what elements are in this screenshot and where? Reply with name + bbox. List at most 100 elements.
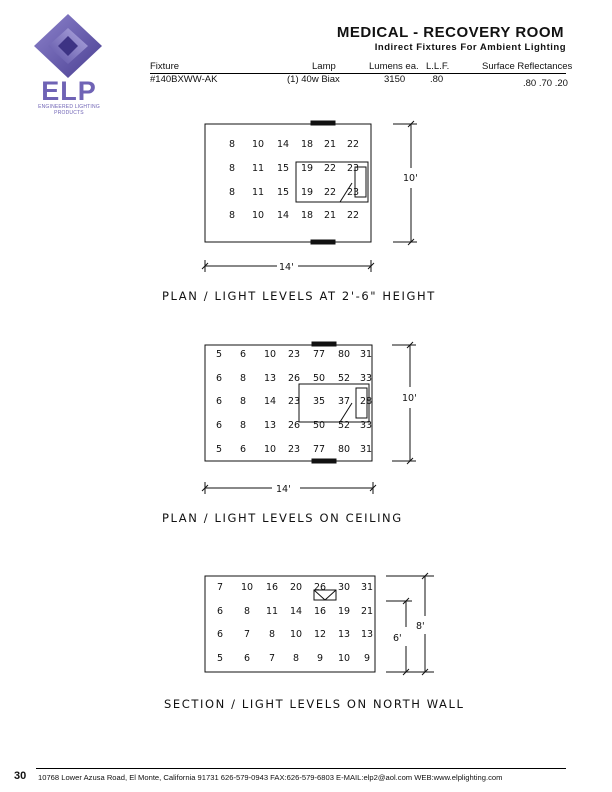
light-level-value: 80 — [338, 349, 350, 360]
light-level-value: 31 — [361, 582, 373, 593]
light-level-value: 33 — [360, 420, 372, 431]
light-level-value: 31 — [360, 349, 372, 360]
light-level-value: 22 — [347, 139, 359, 150]
col-header-lamp: Lamp — [312, 61, 336, 72]
light-level-value: 14 — [277, 139, 289, 150]
col-header-lumens: Lumens ea. — [369, 61, 419, 72]
caption-plan-ceiling: PLAN / LIGHT LEVELS ON CEILING — [162, 511, 403, 525]
plan-ceiling-depth-label: 10' — [402, 393, 417, 404]
plan-height-depth-label: 10' — [403, 173, 418, 184]
wall-outline — [204, 575, 376, 673]
light-level-value: 13 — [264, 373, 276, 384]
light-level-value: 77 — [313, 349, 325, 360]
light-level-value: 10 — [290, 629, 302, 640]
light-level-value: 21 — [324, 139, 336, 150]
light-level-value: 8 — [229, 163, 235, 174]
light-level-value: 11 — [252, 187, 264, 198]
light-level-value: 14 — [290, 606, 302, 617]
light-level-value: 22 — [347, 210, 359, 221]
light-level-value: 8 — [229, 187, 235, 198]
light-level-value: 31 — [360, 444, 372, 455]
light-level-value: 11 — [252, 163, 264, 174]
light-level-value: 23 — [347, 187, 359, 198]
light-level-value: 8 — [269, 629, 275, 640]
light-level-value: 8 — [293, 653, 299, 664]
reflectances-value: .80 .70 .20 — [523, 78, 568, 89]
fixture-mark-top — [310, 120, 336, 126]
room-outline-ceiling — [204, 344, 373, 462]
light-level-value: 50 — [313, 420, 325, 431]
light-level-value: 23 — [288, 444, 300, 455]
caption-section-wall: SECTION / LIGHT LEVELS ON NORTH WALL — [164, 697, 465, 711]
lamp-value: (1) 40w Biax — [287, 74, 340, 85]
light-level-value: 13 — [361, 629, 373, 640]
light-level-value: 26 — [288, 420, 300, 431]
caption-plan-height: PLAN / LIGHT LEVELS AT 2'-6" HEIGHT — [162, 289, 436, 303]
fixture-value: #140BXWW-AK — [150, 74, 218, 85]
light-level-value: 7 — [244, 629, 250, 640]
light-level-value: 22 — [324, 187, 336, 198]
light-level-value: 16 — [266, 582, 278, 593]
light-level-value: 21 — [361, 606, 373, 617]
footer-rule — [36, 768, 566, 769]
light-level-value: 22 — [324, 163, 336, 174]
light-level-value: 10 — [264, 444, 276, 455]
light-level-value: 10 — [252, 139, 264, 150]
light-level-value: 19 — [301, 163, 313, 174]
light-level-value: 8 — [240, 396, 246, 407]
light-level-value: 52 — [338, 373, 350, 384]
light-level-value: 19 — [338, 606, 350, 617]
light-level-value: 9 — [364, 653, 370, 664]
light-level-value: 28 — [360, 396, 372, 407]
light-level-value: 26 — [288, 373, 300, 384]
light-level-value: 6 — [216, 396, 222, 407]
light-level-value: 9 — [317, 653, 323, 664]
light-level-value: 5 — [216, 444, 222, 455]
light-level-value: 37 — [338, 396, 350, 407]
logo-tagline-2: PRODUCTS — [54, 110, 84, 116]
light-level-value: 6 — [244, 653, 250, 664]
section-overall-height-label: 8' — [416, 621, 425, 632]
light-level-value: 7 — [217, 582, 223, 593]
light-level-value: 16 — [314, 606, 326, 617]
light-level-value: 5 — [216, 349, 222, 360]
light-level-value: 52 — [338, 420, 350, 431]
light-level-value: 10 — [264, 349, 276, 360]
room-outline-plan-height — [204, 123, 372, 243]
light-level-value: 19 — [301, 187, 313, 198]
plan-height-width-label: 14' — [279, 262, 294, 273]
light-level-value: 23 — [347, 163, 359, 174]
light-level-value: 18 — [301, 139, 313, 150]
bed-outline — [295, 161, 369, 203]
light-level-value: 10 — [241, 582, 253, 593]
light-level-value: 33 — [360, 373, 372, 384]
light-level-value: 13 — [338, 629, 350, 640]
light-level-value: 20 — [290, 582, 302, 593]
col-header-fixture: Fixture — [150, 61, 180, 72]
page-number: 30 — [14, 770, 27, 782]
bed-pointer — [339, 182, 353, 203]
lumens-value: 3150 — [384, 74, 406, 85]
light-level-value: 12 — [314, 629, 326, 640]
light-level-value: 18 — [301, 210, 313, 221]
light-level-value: 11 — [266, 606, 278, 617]
light-level-value: 8 — [229, 139, 235, 150]
light-level-value: 8 — [229, 210, 235, 221]
light-level-value: 13 — [264, 420, 276, 431]
page-subtitle: Indirect Fixtures For Ambient Lighting — [374, 42, 566, 53]
light-level-value: 6 — [240, 444, 246, 455]
light-level-value: 14 — [264, 396, 276, 407]
page-title: MEDICAL - RECOVERY ROOM — [336, 24, 564, 41]
llf-value: .80 — [430, 74, 444, 85]
light-level-value: 77 — [313, 444, 325, 455]
light-level-value: 26 — [314, 582, 326, 593]
elp-logo — [34, 14, 102, 78]
light-level-value: 21 — [324, 210, 336, 221]
light-level-value: 10 — [252, 210, 264, 221]
plan-ceiling-width-label: 14' — [276, 484, 291, 495]
light-level-value: 6 — [216, 373, 222, 384]
light-level-value: 50 — [313, 373, 325, 384]
